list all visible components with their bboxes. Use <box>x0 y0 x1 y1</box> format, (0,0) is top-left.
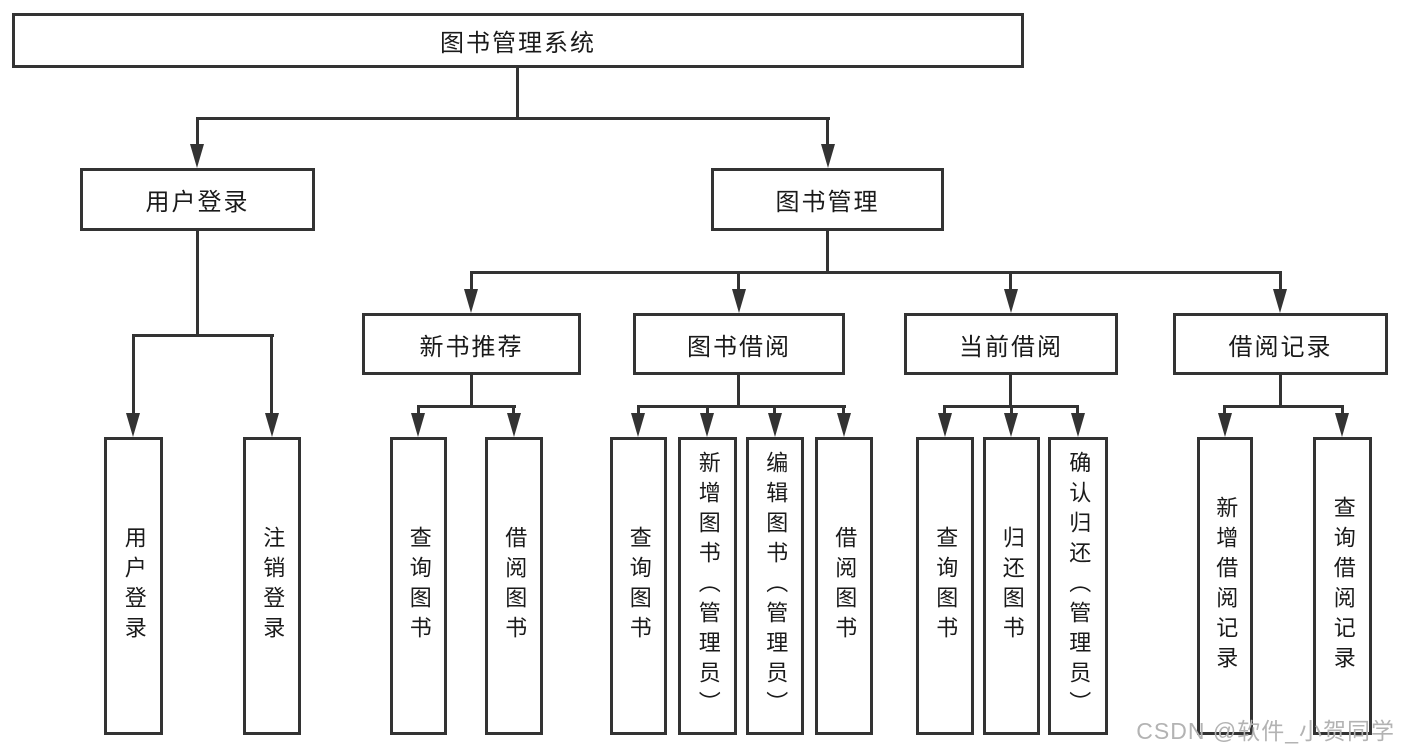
connector-mgmt-to-current <box>1009 271 1012 290</box>
arrowhead-current-query <box>938 413 952 437</box>
connector-login-stem <box>196 231 199 337</box>
connector-borrow-stem <box>737 375 740 408</box>
arrowhead-borrow-add <box>700 413 714 437</box>
leaf-borrow-query-books-label: 查询图书 <box>626 526 652 646</box>
leaf-user-login-label: 用户登录 <box>121 526 147 646</box>
connector-borrow-l4 <box>842 405 845 414</box>
connector-records-l2 <box>1341 405 1344 414</box>
arrowhead-borrow-edit <box>768 413 782 437</box>
arrowhead-borrow-borrow <box>837 413 851 437</box>
arrowhead-borrow-query <box>631 413 645 437</box>
connector-records-bar <box>1223 405 1344 408</box>
leaf-current-return-books-label: 归还图书 <box>999 526 1025 646</box>
connector-records-stem <box>1279 375 1282 408</box>
node-user-login-label: 用户登录 <box>145 189 250 216</box>
node-book-mgmt: 图书管理 <box>711 168 944 231</box>
node-borrow-records: 借阅记录 <box>1173 313 1388 375</box>
connector-newbook-l2 <box>512 405 515 414</box>
watermark: CSDN @软件_小贺同学 <box>1136 718 1395 744</box>
connector-borrow-l1 <box>637 405 640 414</box>
connector-current-stem <box>1009 375 1012 408</box>
node-book-borrow: 图书借阅 <box>633 313 845 375</box>
node-current-borrow: 当前借阅 <box>904 313 1118 375</box>
node-new-book-recommend: 新书推荐 <box>362 313 581 375</box>
node-current-borrow-label: 当前借阅 <box>959 333 1063 361</box>
arrowhead-to-newbook <box>464 289 478 313</box>
connector-borrow-bar <box>637 405 846 408</box>
leaf-borrow-edit-books-admin-label: 编辑图书（管理员） <box>763 451 789 721</box>
leaf-logout-label: 注销登录 <box>260 526 286 646</box>
connector-mgmt-to-records <box>1279 271 1282 290</box>
arrowhead-current-return <box>1004 413 1018 437</box>
leaf-logout: 注销登录 <box>243 437 301 735</box>
connector-newbook-stem <box>470 375 473 408</box>
connector-borrow-l3 <box>773 405 776 414</box>
leaf-current-return-books: 归还图书 <box>983 437 1040 735</box>
connector-root-stem <box>516 67 519 120</box>
connector-mgmt-to-newbook <box>470 271 473 290</box>
arrowhead-to-leaf-user-login <box>126 413 140 437</box>
node-library-system-label: 图书管理系统 <box>440 30 596 57</box>
connector-mgmt-stem <box>826 231 829 274</box>
node-new-book-recommend-label: 新书推荐 <box>419 333 524 361</box>
connector-newbook-l1 <box>417 405 420 414</box>
connector-newbook-bar <box>417 405 516 408</box>
connector-current-l1 <box>943 405 946 414</box>
leaf-current-query-books-label: 查询图书 <box>933 526 959 646</box>
connector-mgmt-bar <box>470 271 1282 274</box>
arrowhead-records-add <box>1218 413 1232 437</box>
arrowhead-to-current <box>1004 289 1018 313</box>
node-book-borrow-label: 图书借阅 <box>687 333 791 361</box>
leaf-current-confirm-return-admin: 确认归还（管理员） <box>1048 437 1108 735</box>
arrowhead-to-leaf-logout <box>265 413 279 437</box>
node-user-login: 用户登录 <box>80 168 315 231</box>
arrowhead-current-confirm <box>1071 413 1085 437</box>
leaf-newbook-borrow-books-label: 借阅图书 <box>502 526 528 646</box>
leaf-current-query-books: 查询图书 <box>916 437 974 735</box>
leaf-newbook-borrow-books: 借阅图书 <box>485 437 543 735</box>
leaf-records-add-record-label: 新增借阅记录 <box>1213 496 1239 676</box>
leaf-borrow-borrow-books: 借阅图书 <box>815 437 873 735</box>
connector-current-l3 <box>1076 405 1079 414</box>
connector-current-l2 <box>1010 405 1013 414</box>
connector-records-l1 <box>1223 405 1226 414</box>
leaf-borrow-query-books: 查询图书 <box>610 437 667 735</box>
connector-borrow-l2 <box>706 405 709 414</box>
arrowhead-to-records <box>1273 289 1287 313</box>
node-borrow-records-label: 借阅记录 <box>1228 333 1333 361</box>
arrowhead-newbook-borrow <box>507 413 521 437</box>
leaf-borrow-add-books-admin-label: 新增图书（管理员） <box>695 451 721 721</box>
arrowhead-records-query <box>1335 413 1349 437</box>
connector-login-to-leaf2 <box>270 334 273 414</box>
connector-root-bar <box>196 117 830 120</box>
connector-login-bar <box>132 334 274 337</box>
arrowhead-to-borrow <box>732 289 746 313</box>
leaf-newbook-query-books-label: 查询图书 <box>406 526 432 646</box>
node-library-system: 图书管理系统 <box>12 13 1024 68</box>
connector-root-to-mgmt <box>826 117 829 145</box>
arrowhead-newbook-query <box>411 413 425 437</box>
connector-root-to-login <box>196 117 199 145</box>
connector-login-to-leaf1 <box>132 334 135 414</box>
leaf-records-add-record: 新增借阅记录 <box>1197 437 1253 735</box>
node-book-mgmt-label: 图书管理 <box>775 189 880 216</box>
leaf-borrow-borrow-books-label: 借阅图书 <box>832 526 858 646</box>
leaf-newbook-query-books: 查询图书 <box>390 437 447 735</box>
leaf-records-query-record: 查询借阅记录 <box>1313 437 1372 735</box>
leaf-current-confirm-return-admin-label: 确认归还（管理员） <box>1066 451 1092 721</box>
leaf-borrow-add-books-admin: 新增图书（管理员） <box>678 437 737 735</box>
arrowhead-to-user-login <box>190 144 204 168</box>
arrowhead-to-book-mgmt <box>821 144 835 168</box>
leaf-borrow-edit-books-admin: 编辑图书（管理员） <box>746 437 804 735</box>
leaf-user-login: 用户登录 <box>104 437 163 735</box>
leaf-records-query-record-label: 查询借阅记录 <box>1330 496 1356 676</box>
connector-mgmt-to-borrow <box>737 271 740 290</box>
